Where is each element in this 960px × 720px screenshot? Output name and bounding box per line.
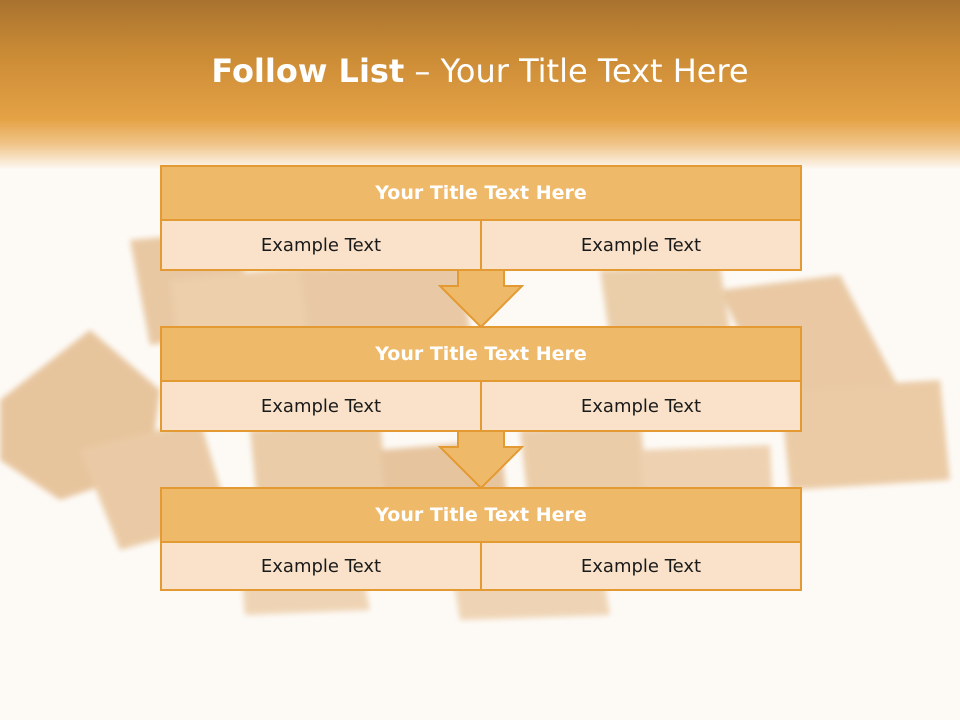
step-block-1: Your Title Text Here Example Text Exampl… (160, 165, 802, 271)
down-arrow-icon (438, 431, 524, 489)
title-rest: – Your Title Text Here (404, 52, 749, 90)
step-title: Your Title Text Here (160, 326, 802, 382)
step-row: Example Text Example Text (160, 382, 802, 432)
step-block-3: Your Title Text Here Example Text Exampl… (160, 487, 802, 591)
step-title: Your Title Text Here (160, 487, 802, 543)
step-row: Example Text Example Text (160, 543, 802, 591)
step-cell-right: Example Text (482, 382, 802, 432)
slide-title: Follow List – Your Title Text Here (0, 52, 960, 90)
step-cell-left: Example Text (160, 221, 482, 271)
header-band (0, 0, 960, 170)
title-bold: Follow List (211, 52, 405, 90)
step-cell-left: Example Text (160, 382, 482, 432)
step-row: Example Text Example Text (160, 221, 802, 271)
step-cell-right: Example Text (482, 543, 802, 591)
step-cell-right: Example Text (482, 221, 802, 271)
step-block-2: Your Title Text Here Example Text Exampl… (160, 326, 802, 432)
step-cell-left: Example Text (160, 543, 482, 591)
down-arrow-icon (438, 270, 524, 328)
step-title: Your Title Text Here (160, 165, 802, 221)
